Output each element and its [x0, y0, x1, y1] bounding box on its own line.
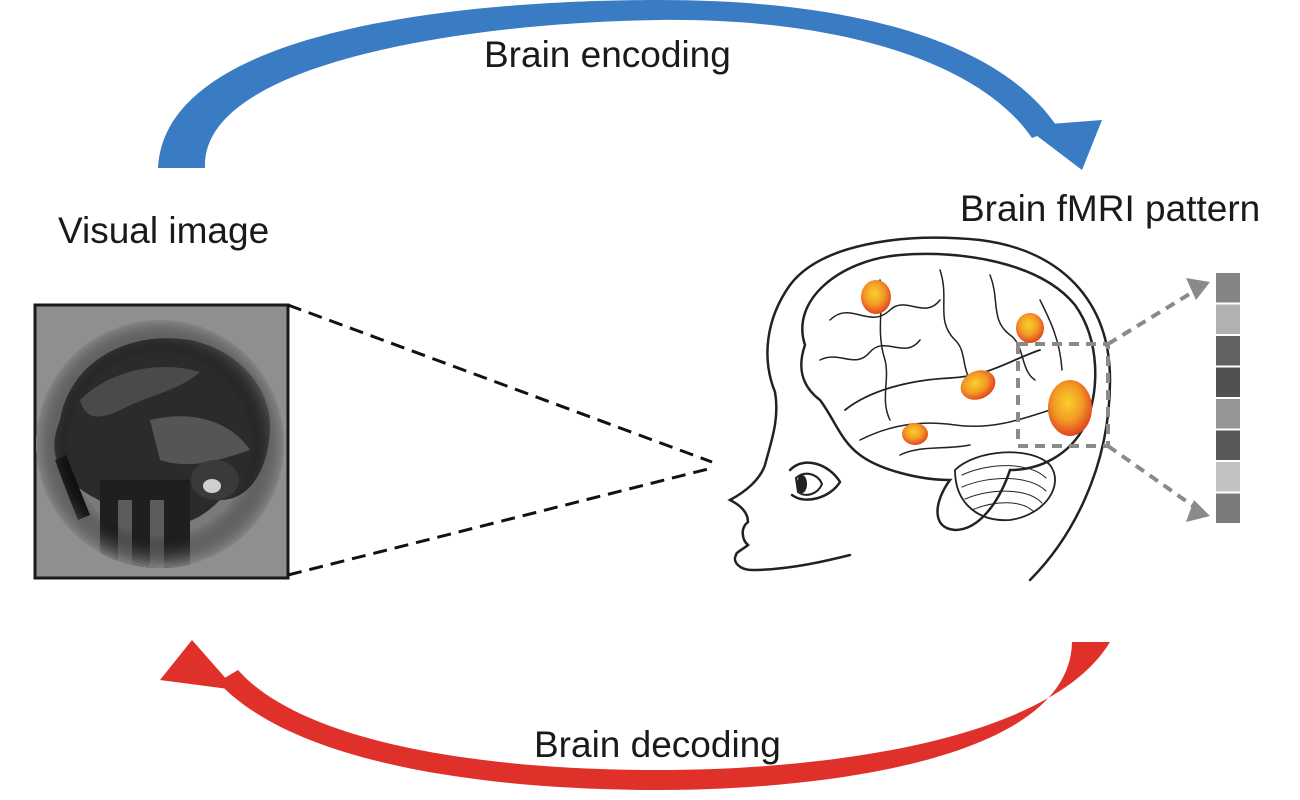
encoding-label: Brain encoding — [484, 34, 731, 75]
fmri-pattern-label: Brain fMRI pattern — [960, 188, 1261, 229]
voxel-cell — [1214, 271, 1242, 305]
activation-spot — [902, 423, 928, 445]
fmri-voxel-pattern — [1214, 271, 1242, 525]
voxel-cell — [1214, 428, 1242, 462]
decoding-arrowhead — [160, 640, 236, 690]
activation-spot — [861, 280, 891, 314]
pattern-arrows — [1106, 288, 1198, 510]
pattern-arrowhead-bottom — [1186, 500, 1210, 522]
decoding-arrow — [160, 640, 1110, 790]
voxel-cell — [1214, 302, 1242, 336]
activation-spot — [1016, 313, 1044, 343]
voxel-cell — [1214, 365, 1242, 399]
pattern-arrowhead-top — [1186, 278, 1210, 300]
voxel-cell — [1214, 491, 1242, 525]
activation-spots — [861, 280, 1092, 445]
visual-image-label: Visual image — [58, 210, 270, 251]
pattern-arrow-bottom — [1106, 444, 1198, 510]
eye — [788, 461, 842, 501]
view-line-top — [287, 303, 713, 464]
voxel-cell — [1214, 460, 1242, 494]
decoding-label: Brain decoding — [534, 724, 781, 765]
head-brain — [727, 236, 1112, 582]
voxel-cell — [1214, 397, 1242, 431]
activation-spot — [960, 370, 996, 400]
head-outline — [727, 236, 1112, 582]
roi-box — [1016, 342, 1110, 448]
pattern-arrow-top — [1106, 288, 1198, 346]
voxel-cell — [1214, 334, 1242, 368]
pupil — [797, 475, 807, 493]
encoding-arrow — [158, 0, 1102, 170]
view-line-bottom — [287, 466, 713, 577]
view-lines — [287, 303, 713, 577]
encoding-arrowhead — [1024, 120, 1102, 170]
stimulus-image — [33, 303, 290, 580]
activation-spot — [1048, 380, 1092, 436]
brain-outline — [800, 252, 1097, 532]
